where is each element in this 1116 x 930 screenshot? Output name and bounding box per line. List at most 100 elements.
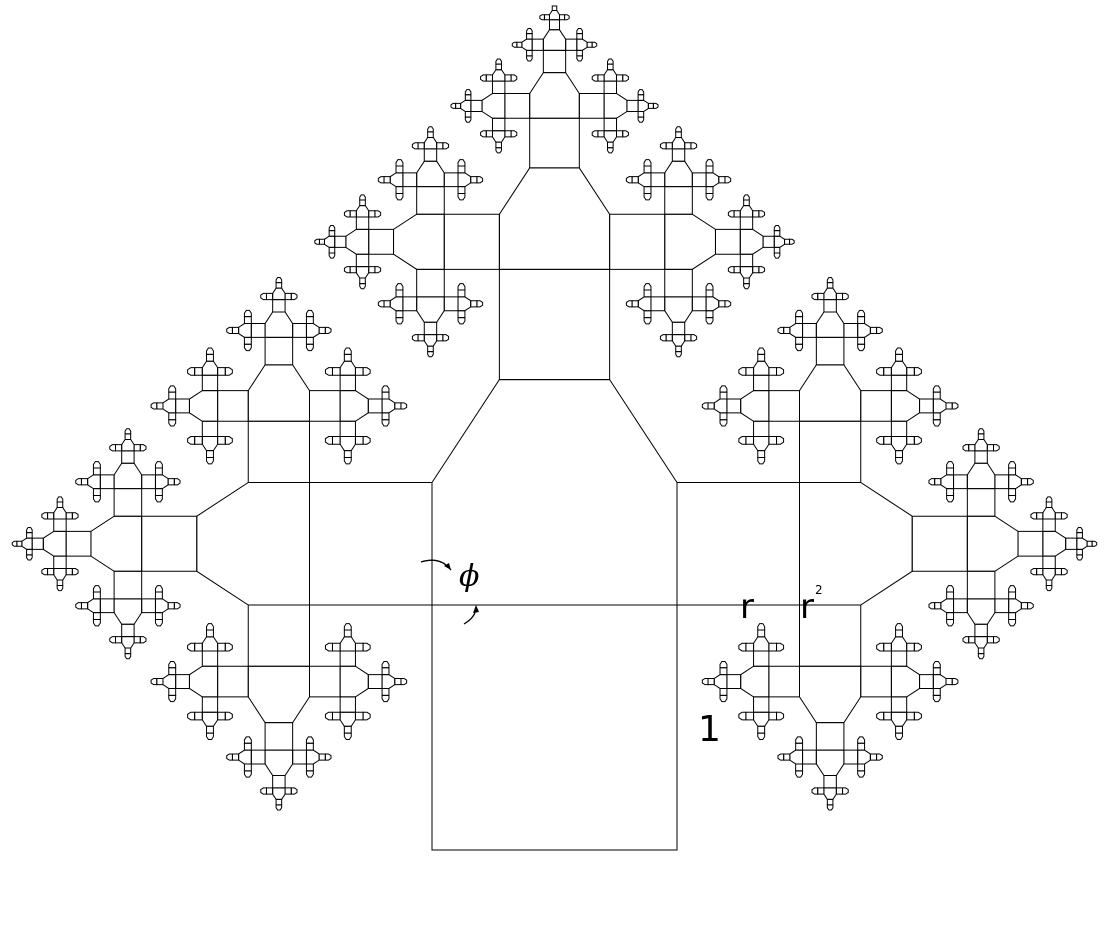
square-cell: [395, 289, 404, 298]
trapezoid-cell: [811, 292, 819, 301]
square-cell: [1020, 478, 1029, 486]
trapezoid-cell: [457, 317, 466, 325]
trapezoid-cell: [539, 14, 545, 21]
trapezoid-cell: [622, 130, 629, 138]
square-cell: [576, 49, 583, 57]
trapezoid-cell: [381, 419, 390, 427]
square-cell: [883, 642, 892, 652]
square-cell: [743, 199, 750, 207]
trapezoid-cell: [890, 436, 908, 452]
trapezoid-cell: [1008, 619, 1017, 627]
square-cell: [423, 321, 438, 336]
trapezoid-cell: [727, 266, 735, 274]
square-cell: [383, 300, 391, 308]
trapezoid-cell: [224, 436, 233, 445]
trapezoid-cell: [890, 390, 921, 422]
trapezoid-cell: [591, 130, 599, 138]
trapezoid-cell: [705, 317, 714, 325]
trapezoid-cell: [343, 623, 352, 631]
trapezoid-cell: [201, 436, 219, 452]
trapezoid-cell: [951, 402, 959, 410]
trapezoid-cell: [416, 160, 445, 188]
square-cell: [843, 749, 859, 765]
trapezoid-cell: [374, 266, 382, 274]
trapezoid-cell: [940, 474, 955, 490]
trapezoid-cell: [946, 585, 955, 593]
square-cell: [141, 474, 156, 490]
square-cell: [745, 711, 755, 721]
trapezoid-cell: [343, 732, 352, 740]
square-cell: [175, 398, 190, 414]
square-cell: [457, 165, 466, 174]
trapezoid-cell: [675, 126, 682, 133]
trapezoid-cell: [776, 367, 785, 376]
square-cell: [92, 591, 101, 600]
trapezoid-cell: [154, 585, 163, 593]
square-cell: [857, 763, 866, 772]
trapezoid-cell: [343, 457, 352, 465]
trapezoid-cell: [719, 660, 728, 669]
trapezoid-cell: [993, 636, 1000, 644]
square-cell: [56, 579, 64, 587]
trapezoid-cell: [71, 512, 79, 520]
square-cell: [402, 172, 418, 188]
trapezoid-cell: [826, 804, 834, 811]
trapezoid-cell: [476, 300, 484, 308]
square-cell: [890, 374, 908, 392]
square-cell: [114, 444, 123, 452]
trapezoid-cell: [542, 29, 567, 51]
trapezoid-cell: [823, 787, 837, 800]
trapezoid-cell: [705, 159, 714, 167]
trapezoid-cell: [1042, 507, 1056, 520]
square-cell: [869, 326, 878, 335]
trapezoid-cell: [823, 287, 837, 301]
square-cell: [719, 412, 728, 421]
square-cell: [328, 246, 336, 254]
trapezoid-cell: [962, 444, 970, 452]
trapezoid-cell: [743, 194, 750, 201]
trapezoid-cell: [890, 711, 908, 727]
trapezoid-cell: [154, 461, 163, 469]
trapezoid-cell: [109, 444, 116, 452]
square-cell: [65, 530, 92, 557]
trapezoid-cell: [966, 598, 996, 625]
square-cell: [707, 677, 715, 686]
square-cell: [753, 420, 770, 438]
square-cell: [906, 436, 915, 445]
square-cell: [906, 711, 915, 721]
square-cell: [946, 467, 955, 476]
square-cell: [526, 33, 533, 40]
trapezoid-cell: [11, 540, 18, 547]
trapezoid-cell: [457, 283, 466, 291]
square-cell: [264, 336, 294, 366]
trapezoid-cell: [377, 176, 385, 184]
ratio-r-label: r: [740, 587, 754, 627]
trapezoid-cell: [740, 665, 770, 698]
square-cell: [719, 687, 728, 696]
trapezoid-cell: [343, 210, 351, 218]
angle-marker: [420, 559, 479, 625]
trapezoid-cell: [56, 496, 64, 503]
trapezoid-cell: [168, 694, 177, 703]
trapezoid-cell: [464, 89, 472, 96]
square-cell: [597, 130, 605, 138]
square-cell: [895, 450, 903, 459]
trapezoid-cell: [932, 385, 941, 393]
trapezoid-cell: [381, 398, 396, 414]
trapezoid-cell: [173, 478, 181, 486]
square-cell: [292, 749, 307, 765]
trapezoid-cell: [53, 568, 67, 581]
square-cell: [26, 548, 33, 556]
trapezoid-cell: [757, 732, 766, 740]
square-cell: [354, 711, 364, 721]
square-cell: [637, 110, 645, 118]
trapezoid-cell: [966, 515, 1019, 572]
square-cell: [113, 570, 143, 600]
square-cell: [80, 602, 89, 610]
square-cell: [272, 299, 286, 313]
square-cell: [121, 623, 135, 638]
square-cell: [368, 210, 376, 218]
trapezoid-cell: [92, 619, 101, 627]
square-cell: [217, 642, 226, 652]
trapezoid-cell: [495, 58, 502, 65]
